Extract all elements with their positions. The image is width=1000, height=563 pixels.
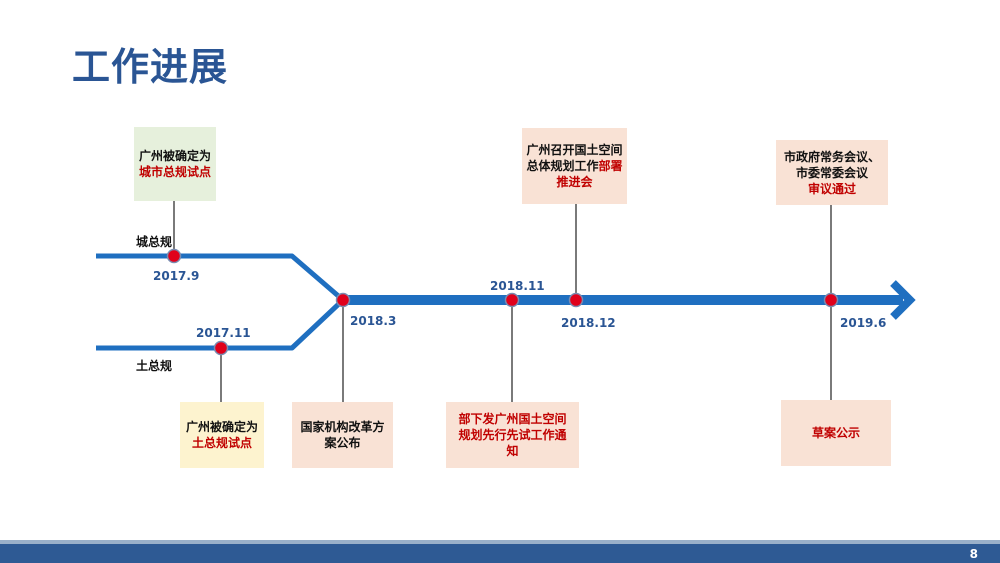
node-2018-11 [504, 292, 520, 308]
main-timeline-bar [343, 295, 903, 305]
upper-track-label: 城总规 [136, 235, 173, 249]
footer-bar: 8 [0, 540, 1000, 563]
lower-track-label: 土总规 [136, 359, 173, 373]
event-box-2019-6-bottom: 草案公示 [781, 400, 891, 466]
event-box-2018-11: 部下发广州国土空间规划先行先试工作通知 [446, 402, 579, 468]
page-number: 8 [969, 547, 978, 561]
date-label: 2018.12 [561, 316, 616, 330]
page-title: 工作进展 [72, 45, 229, 89]
node-2017-9 [166, 248, 182, 264]
lower-track-line [96, 298, 345, 351]
node-2019-6 [823, 292, 839, 308]
date-label: 2018.3 [350, 314, 397, 328]
node-2017-11 [213, 340, 229, 356]
event-box-2018-12: 广州召开国土空间总体规划工作部署推进会 [522, 128, 627, 204]
date-label: 2019.6 [840, 316, 887, 330]
date-label: 2017.11 [196, 326, 251, 340]
event-box-2017-11: 广州被确定为土总规试点 [180, 402, 264, 468]
event-box-2018-3: 国家机构改革方案公布 [292, 402, 393, 468]
event-box-2017-9: 广州被确定为城市总规试点 [134, 127, 216, 201]
date-label: 2017.9 [153, 269, 200, 283]
date-label: 2018.11 [490, 279, 545, 293]
timeline-arrow-icon [890, 280, 916, 320]
upper-track-line [96, 253, 345, 302]
node-2018-3 [335, 292, 351, 308]
node-2018-12 [568, 292, 584, 308]
event-box-2019-6-top: 市政府常务会议、市委常委会议审议通过 [776, 140, 888, 205]
